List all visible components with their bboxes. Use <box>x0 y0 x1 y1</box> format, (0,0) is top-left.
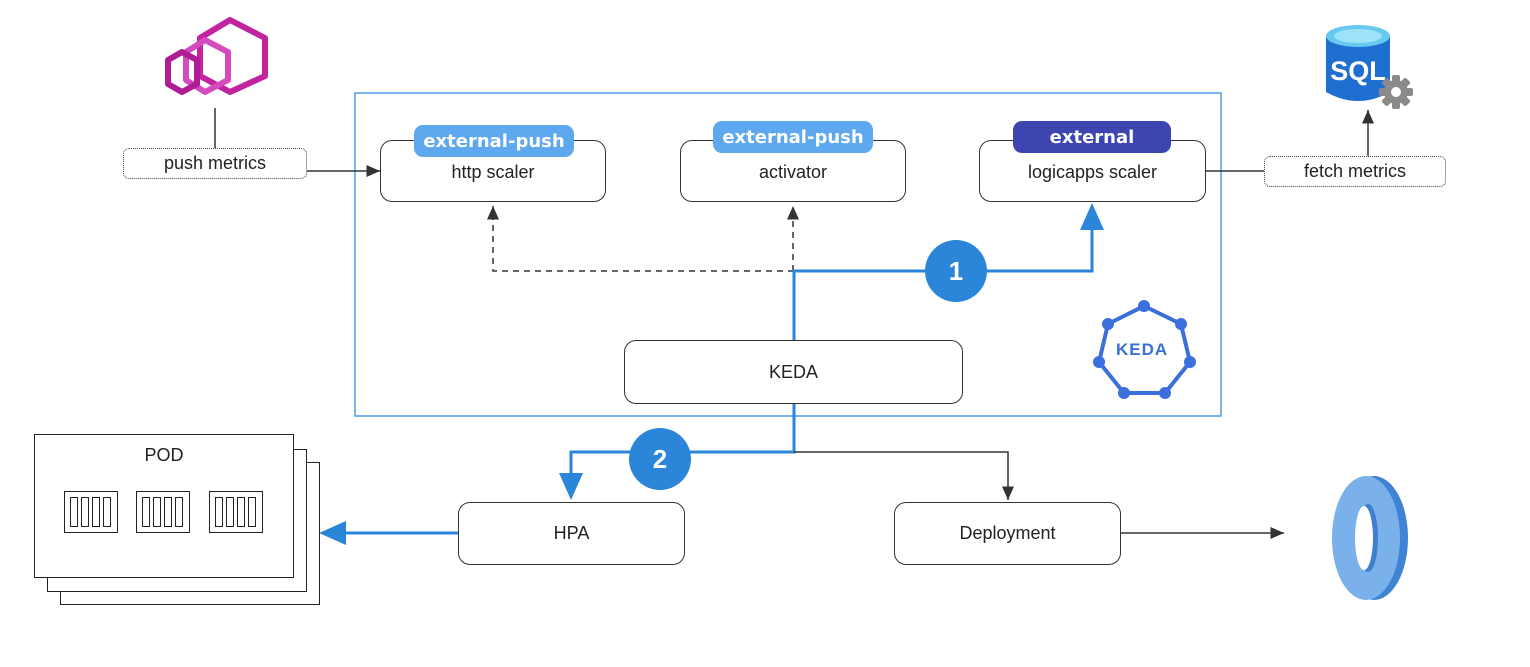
keda-logo-text: KEDA <box>1116 340 1169 359</box>
envoy-logo <box>165 17 268 95</box>
push-metrics-label: push metrics <box>123 148 307 179</box>
activator-badge: external-push <box>713 121 873 153</box>
sql-logo-text: SQL <box>1330 56 1386 86</box>
pod-node[interactable]: POD <box>34 434 294 578</box>
container-icon <box>136 491 190 533</box>
keda-logo <box>1096 303 1193 395</box>
keda-logo-nodes <box>1093 300 1196 399</box>
http-scaler-badge: external-push <box>414 125 574 157</box>
activator-label: activator <box>758 161 828 182</box>
gear-icon <box>1379 75 1413 109</box>
container-icon <box>64 491 118 533</box>
logicapps-scaler-label: logicapps scaler <box>1027 161 1158 182</box>
dashed-link-http-scaler <box>487 206 794 272</box>
step-1-marker: 1 <box>925 240 987 302</box>
deployment-node[interactable]: Deployment <box>894 502 1121 565</box>
logicapps-scaler-badge: external <box>1013 121 1171 153</box>
keda-label: KEDA <box>768 361 819 382</box>
http-scaler-label: http scaler <box>451 161 535 182</box>
pod-label: POD <box>144 445 184 465</box>
sql-database-icon: SQL <box>1326 25 1390 101</box>
keda-node[interactable]: KEDA <box>624 340 963 404</box>
push-metrics-text: push metrics <box>163 153 267 173</box>
zero-replicas-icon <box>1332 476 1408 600</box>
container-icon <box>209 491 263 533</box>
hpa-label: HPA <box>553 523 590 543</box>
fetch-metrics-label: fetch metrics <box>1264 156 1446 187</box>
step-2-marker: 2 <box>629 428 691 490</box>
fetch-metrics-text: fetch metrics <box>1303 161 1407 181</box>
hpa-node[interactable]: HPA <box>458 502 685 565</box>
keda-to-deployment-flow <box>794 451 1014 500</box>
keda-frame <box>354 92 1222 417</box>
deployment-label: Deployment <box>959 523 1056 543</box>
